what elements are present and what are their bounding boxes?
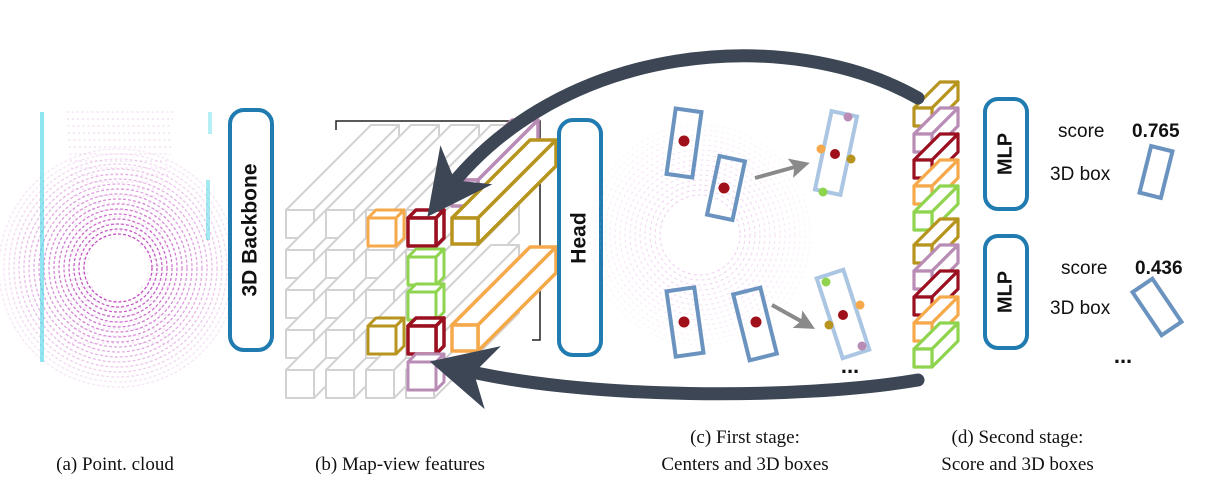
map-view-feature-grid (285, 118, 558, 399)
point-cloud-image (0, 111, 238, 388)
center-dot (750, 316, 762, 328)
mlp-label-bottom: MLP (994, 271, 1016, 313)
zoom-arrow (771, 303, 815, 329)
feature-cell (912, 321, 960, 369)
feature-cell (406, 247, 446, 287)
box-label: 3D box (1050, 298, 1111, 319)
caption-a: (a) Point. cloud (56, 454, 174, 475)
center-dot (718, 182, 730, 194)
score-value: 0.436 (1135, 258, 1183, 279)
detected-box (664, 106, 704, 180)
score-label: score (1061, 258, 1107, 279)
feature-stack-top (912, 80, 960, 232)
detected-box (664, 285, 706, 359)
results-ellipsis: ... (1114, 343, 1132, 368)
mlp-module-top: MLP (983, 97, 1029, 211)
mlp-label-top: MLP (994, 133, 1016, 175)
caption-d-line2: Score and 3D boxes (941, 454, 1094, 475)
result-bottom: score 0.436 3D box (1050, 258, 1185, 339)
output-box (1129, 275, 1185, 339)
score-value: 0.765 (1132, 121, 1180, 142)
caption-c-line2: Centers and 3D boxes (661, 454, 829, 475)
zoom-arrow (754, 158, 810, 180)
caption-d-line1: (d) Second stage: (951, 427, 1084, 448)
feature-stack-bottom (912, 217, 960, 369)
box-with-keypoints (814, 267, 872, 361)
output-box (1137, 143, 1175, 201)
result-top: score 0.765 3D box (1050, 121, 1180, 201)
box-label: 3D box (1050, 164, 1111, 185)
detected-box (730, 285, 780, 363)
caption-c-line1: (c) First stage: (690, 427, 800, 448)
feedback-arrow-top (427, 49, 925, 217)
backbone-label: 3D Backbone (239, 163, 262, 296)
second-stage: MLP MLP score 0.765 3D box score 0.436 3… (912, 80, 1185, 369)
feature-cell (406, 282, 446, 322)
center-dot (678, 316, 690, 328)
feedback-arrow-bottom (429, 346, 925, 410)
head-module: Head (557, 118, 603, 357)
feature-cell (366, 316, 406, 356)
score-label: score (1058, 121, 1104, 142)
mlp-module-bottom: MLP (983, 234, 1029, 350)
head-label: Head (568, 212, 591, 263)
detected-box (704, 153, 748, 223)
first-stage-detections: ... (589, 106, 872, 378)
caption-b: (b) Map-view features (315, 454, 485, 475)
box-with-keypoints (812, 108, 860, 198)
backbone-module: 3D Backbone (228, 108, 274, 352)
stage1-ellipsis: ... (841, 353, 859, 378)
center-dot (678, 135, 690, 147)
feature-cell (406, 316, 446, 356)
feature-cell (406, 352, 446, 392)
feature-cell (366, 208, 406, 248)
feature-cell (406, 208, 446, 248)
